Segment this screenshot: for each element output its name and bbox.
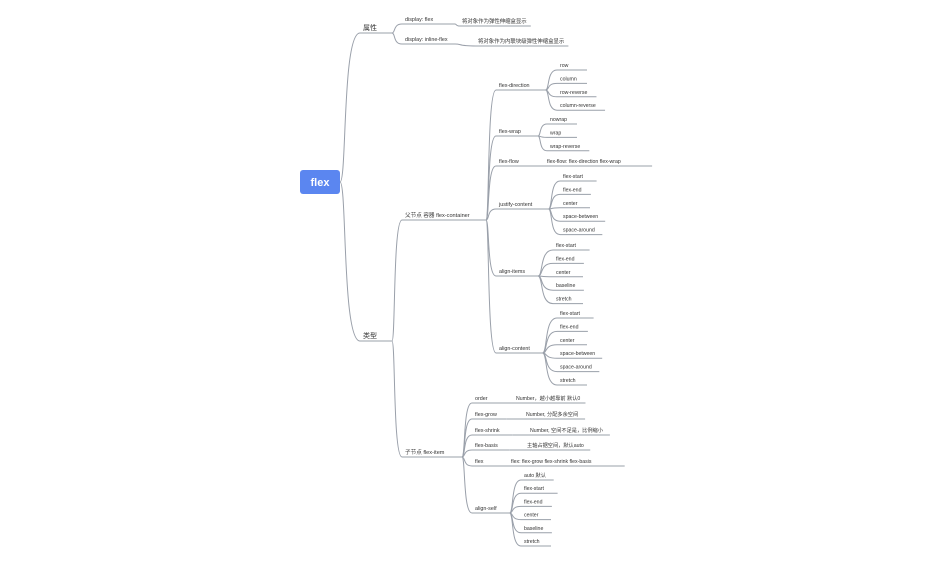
container-prop-value[interactable]: wrap-reverse xyxy=(550,144,580,150)
item-prop-label[interactable]: flex-grow xyxy=(475,412,497,418)
container-prop-value[interactable]: flex-start xyxy=(563,174,583,180)
container-prop-value[interactable]: wrap xyxy=(550,130,561,136)
connector xyxy=(485,208,497,221)
item-prop-label[interactable]: flex-basis xyxy=(475,443,498,449)
connector xyxy=(485,135,497,221)
container-prop-value[interactable]: row-reverse xyxy=(560,90,587,96)
branch-attributes-label[interactable]: 属性 xyxy=(363,23,377,32)
root-node-box[interactable] xyxy=(300,170,340,194)
container-prop-value[interactable]: flex-end xyxy=(556,256,575,262)
connector-lines xyxy=(339,23,653,547)
container-prop-label[interactable]: justify-content xyxy=(498,202,533,208)
connector xyxy=(485,219,497,354)
container-prop-value[interactable]: flex-end xyxy=(563,187,582,193)
connector xyxy=(542,352,558,386)
container-node-label[interactable]: 父节点 容器 flex-container xyxy=(405,211,470,219)
connector xyxy=(461,456,473,514)
connector xyxy=(537,249,554,277)
connector xyxy=(485,165,497,221)
connector xyxy=(509,512,522,547)
container-prop-value[interactable]: center xyxy=(563,201,578,207)
connector xyxy=(537,135,548,152)
connector xyxy=(509,492,522,514)
branch-types-label[interactable]: 类型 xyxy=(363,331,377,340)
container-prop-value[interactable]: center xyxy=(560,338,575,344)
connector xyxy=(545,89,558,111)
item-prop-value[interactable]: baseline xyxy=(524,526,543,532)
container-prop-value[interactable]: nowrap xyxy=(550,117,567,123)
item-node-label[interactable]: 子节点 flex-item xyxy=(405,448,445,456)
container-prop-label[interactable]: flex-direction xyxy=(499,83,530,89)
container-prop-value[interactable]: space-between xyxy=(560,351,595,357)
container-prop-value[interactable]: space-between xyxy=(563,214,598,220)
item-prop-desc[interactable]: 主轴占据空间，默认auto xyxy=(527,441,584,449)
connector xyxy=(391,219,403,342)
container-prop-value[interactable]: flex-end xyxy=(560,324,579,330)
item-prop-label[interactable]: flex xyxy=(475,459,484,465)
container-prop-desc[interactable]: flex-flow: flex-direction flex-wrap xyxy=(547,159,621,165)
connector xyxy=(545,69,558,91)
attribute-item-desc[interactable]: 将对象作为弹性伸缩盒显示 xyxy=(462,17,527,25)
item-prop-label[interactable]: order xyxy=(475,396,488,402)
connector xyxy=(454,23,461,27)
root-node[interactable]: flex xyxy=(300,170,340,194)
container-prop-value[interactable]: stretch xyxy=(556,297,572,303)
container-prop-value[interactable]: column-reverse xyxy=(560,103,596,109)
item-prop-label[interactable]: flex-shrink xyxy=(475,428,500,434)
connector xyxy=(537,123,548,137)
attribute-item-label[interactable]: display: flex xyxy=(405,17,433,23)
container-prop-value[interactable]: flex-start xyxy=(560,311,580,317)
item-prop-desc[interactable]: Number, 空间不足是，比例缩小 xyxy=(530,426,604,434)
item-prop-desc[interactable]: flex: flex-grow flex-shrink flex-basis xyxy=(511,459,592,465)
connector xyxy=(548,193,561,210)
item-prop-value[interactable]: center xyxy=(524,513,539,519)
container-prop-value[interactable]: column xyxy=(560,76,577,82)
connector xyxy=(391,23,403,34)
connector xyxy=(391,32,403,45)
connector xyxy=(454,43,477,47)
container-prop-label[interactable]: align-items xyxy=(499,269,525,275)
connector xyxy=(339,32,361,183)
attribute-item-label[interactable]: display: inline-flex xyxy=(405,37,448,43)
container-prop-label[interactable]: align-content xyxy=(499,346,530,352)
container-prop-value[interactable]: row xyxy=(560,63,569,69)
connector xyxy=(548,208,561,236)
root-node-label: flex xyxy=(311,177,331,189)
container-prop-value[interactable]: flex-start xyxy=(556,243,576,249)
item-prop-desc[interactable]: Number，越小越靠前 默认0 xyxy=(516,394,580,402)
item-prop-value[interactable]: flex-end xyxy=(524,499,543,505)
connector xyxy=(485,89,497,221)
container-prop-value[interactable]: center xyxy=(556,270,571,276)
container-prop-value[interactable]: stretch xyxy=(560,378,576,384)
connector xyxy=(537,262,554,277)
item-prop-value[interactable]: flex-start xyxy=(524,486,544,492)
connector xyxy=(339,181,361,342)
container-prop-value[interactable]: space-around xyxy=(563,228,595,234)
connector xyxy=(391,340,403,458)
container-prop-value[interactable]: space-around xyxy=(560,365,592,371)
item-prop-value[interactable]: stretch xyxy=(524,539,540,545)
container-prop-value[interactable]: baseline xyxy=(556,283,575,289)
item-prop-label[interactable]: align-self xyxy=(475,506,497,512)
connector xyxy=(485,219,497,277)
connector xyxy=(461,456,473,467)
item-prop-value[interactable]: auto 默认 xyxy=(524,471,547,479)
container-prop-label[interactable]: flex-flow xyxy=(499,159,519,165)
connector xyxy=(537,275,554,305)
connector xyxy=(537,275,554,278)
container-prop-label[interactable]: flex-wrap xyxy=(499,129,521,135)
connector xyxy=(542,330,558,354)
attribute-item-desc[interactable]: 将对象作为内联块级弹性伸缩盒显示 xyxy=(478,37,565,45)
item-prop-desc[interactable]: Number, 分配多余空间 xyxy=(526,410,578,418)
